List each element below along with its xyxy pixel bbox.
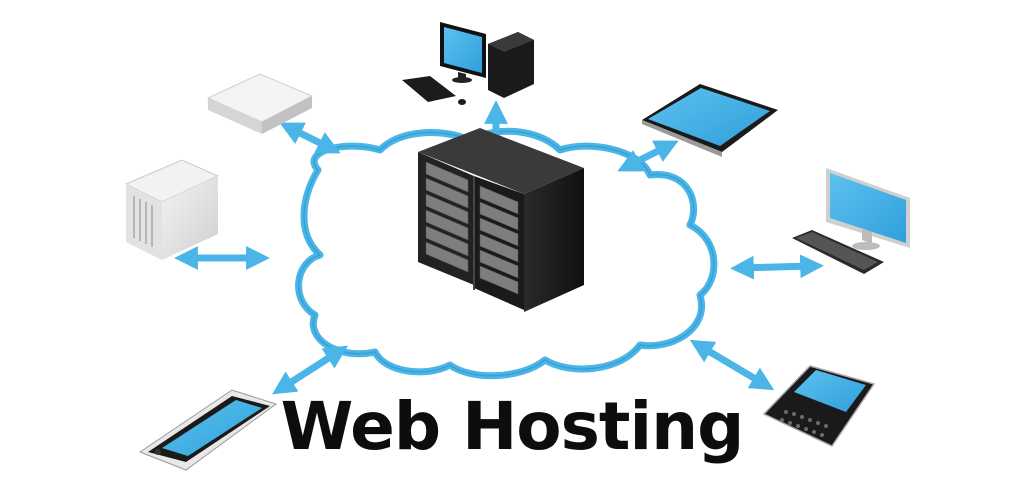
connection-arrows xyxy=(174,100,824,395)
page-title: Web Hosting xyxy=(280,388,745,465)
monitor-keyboard-icon xyxy=(792,168,910,274)
tablet-icon xyxy=(642,84,778,157)
arrow-topright-icon xyxy=(617,140,679,172)
arrow-topleft-icon xyxy=(279,122,341,154)
server-rack-icon xyxy=(418,128,584,312)
tower-server-icon xyxy=(124,159,220,260)
smartphone-icon xyxy=(138,389,278,471)
arrow-bottomleft-icon xyxy=(271,345,349,395)
arrow-bottomright-icon xyxy=(689,339,775,391)
desktop-computer-icon xyxy=(402,22,534,105)
arrow-right-icon xyxy=(730,254,824,280)
feature-phone-icon xyxy=(762,365,876,447)
network-appliance-icon xyxy=(206,73,314,134)
